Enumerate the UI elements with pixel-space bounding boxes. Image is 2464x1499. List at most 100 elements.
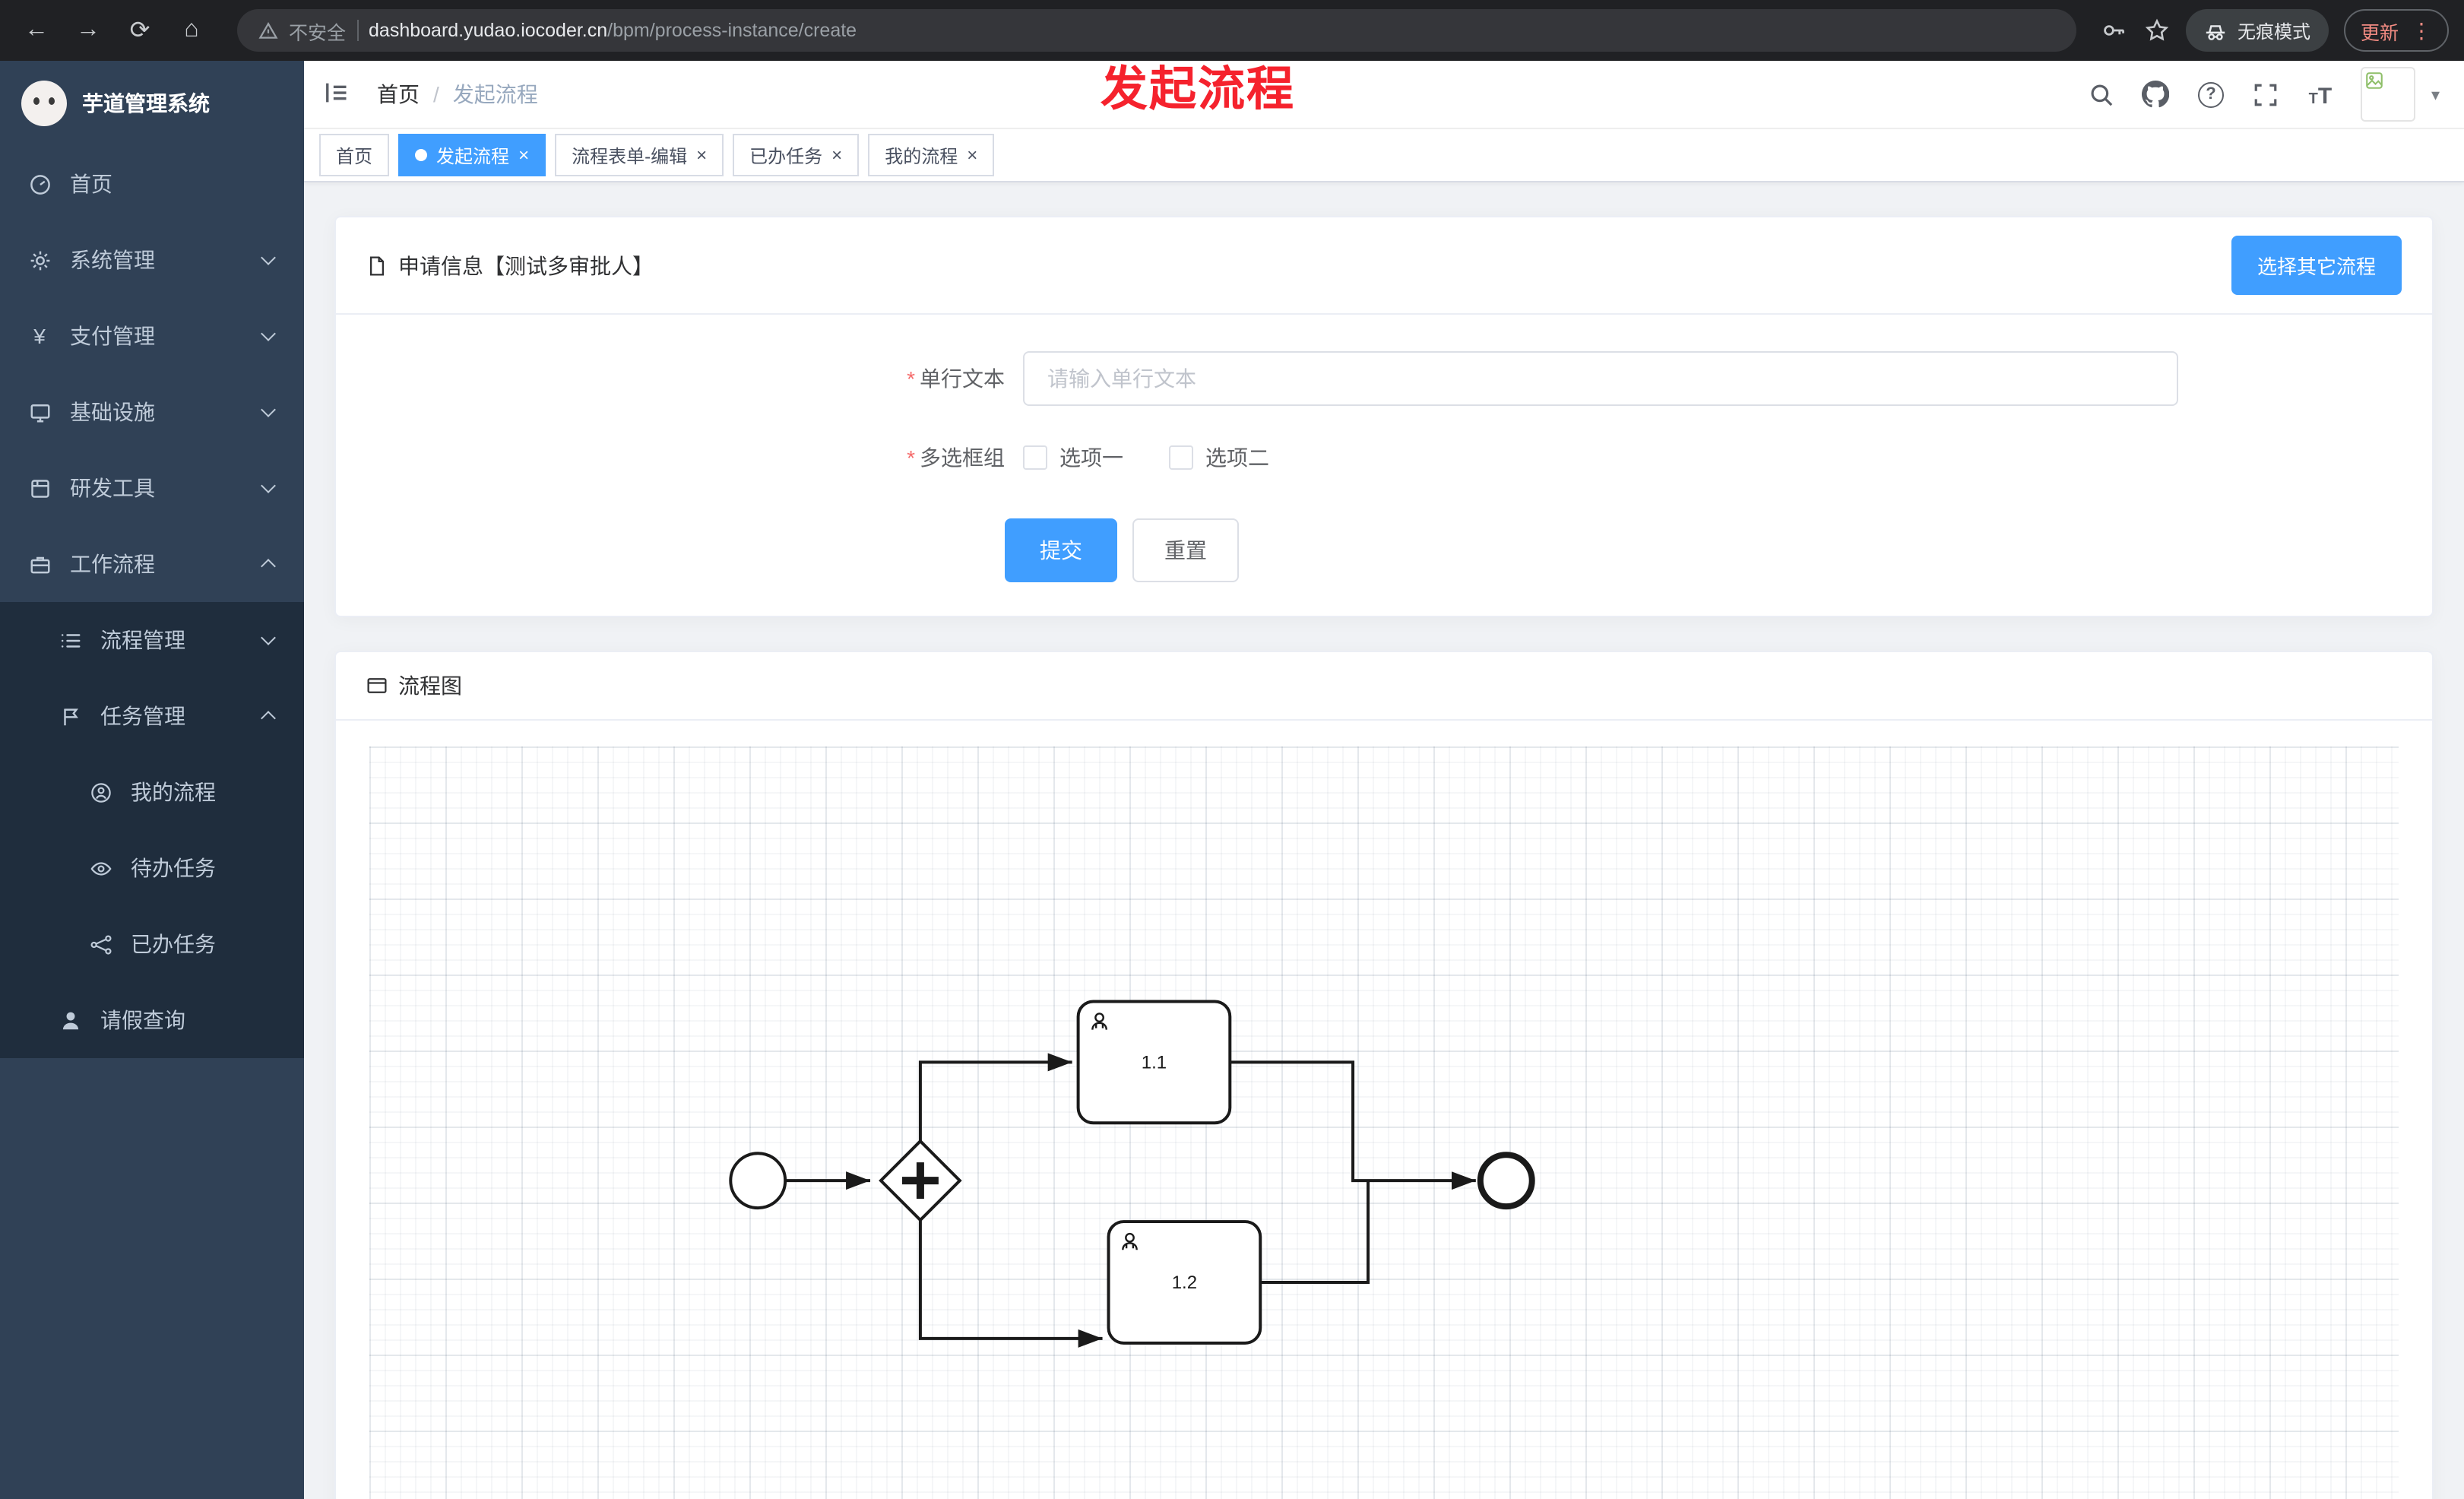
close-icon[interactable]: ×: [518, 144, 530, 166]
required-mark: *: [907, 366, 915, 391]
security-label: 不安全: [289, 22, 347, 43]
flow-task2-to-end: [1260, 1181, 1370, 1284]
incognito-badge: 无痕模式: [2185, 9, 2329, 52]
page-annotation: 发起流程: [1101, 62, 1295, 116]
sidebar-item-pending-tasks[interactable]: 待办任务: [0, 830, 304, 906]
sidebar-item-completed-tasks[interactable]: 已办任务: [0, 906, 304, 982]
sidebar-item-system-management[interactable]: 系统管理: [0, 222, 304, 298]
tools-icon: [27, 476, 52, 500]
close-icon[interactable]: ×: [831, 144, 843, 166]
chevron-down-icon: [261, 402, 276, 417]
sidebar-item-label: 请假查询: [100, 1008, 185, 1032]
sidebar-item-label: 基础设施: [70, 400, 155, 424]
browser-update-button[interactable]: 更新 ⋮: [2343, 9, 2449, 52]
sidebar-item-home[interactable]: 首页: [0, 146, 304, 222]
back-button[interactable]: ←: [24, 17, 49, 43]
tab-label: 我的流程: [885, 145, 958, 166]
update-label: 更新: [2360, 22, 2399, 43]
tab-label: 流程表单-编辑: [572, 145, 688, 166]
fullscreen-icon[interactable]: [2252, 81, 2279, 108]
end-event[interactable]: [1477, 1152, 1535, 1210]
single-line-text-input[interactable]: [1023, 351, 2178, 406]
tab-initiate-process[interactable]: 发起流程 ×: [398, 134, 546, 176]
star-icon[interactable]: [2143, 17, 2171, 44]
required-mark: *: [907, 445, 915, 470]
sidebar-item-task-management[interactable]: 任务管理: [0, 678, 304, 754]
checkbox-box[interactable]: [1023, 445, 1047, 470]
github-icon[interactable]: [2142, 81, 2170, 108]
forward-button[interactable]: →: [76, 17, 100, 43]
sidebar-item-process-management[interactable]: 流程管理: [0, 602, 304, 678]
sidebar-item-my-processes[interactable]: 我的流程: [0, 754, 304, 830]
sidebar-item-label: 首页: [70, 172, 112, 196]
breadcrumb-home-link[interactable]: 首页: [377, 82, 420, 106]
chevron-up-icon: [261, 559, 276, 574]
tab-label: 发起流程: [436, 145, 510, 166]
sidebar-item-label: 系统管理: [70, 248, 155, 272]
parallel-gateway[interactable]: [879, 1139, 962, 1222]
user-task-1-2[interactable]: 1.2: [1107, 1220, 1262, 1345]
sidebar-item-infrastructure[interactable]: 基础设施: [0, 374, 304, 450]
checkbox-box[interactable]: [1169, 445, 1193, 470]
help-icon[interactable]: ?: [2197, 81, 2225, 108]
task-label: 1.1: [1142, 1052, 1167, 1073]
sidebar-item-label: 工作流程: [70, 552, 155, 576]
chevron-down-icon: [261, 478, 276, 493]
sidebar-item-label: 任务管理: [100, 704, 185, 728]
flow-gateway-to-task2: [918, 1220, 1103, 1348]
tab-completed-tasks[interactable]: 已办任务 ×: [733, 134, 860, 176]
sidebar-item-dev-tools[interactable]: 研发工具: [0, 450, 304, 526]
address-bar[interactable]: 不安全 dashboard.yudao.iocoder.cn/bpm/proce…: [237, 9, 2076, 52]
chevron-down-icon: [261, 250, 276, 265]
tab-form-edit[interactable]: 流程表单-编辑 ×: [555, 134, 724, 176]
tab-label: 已办任务: [749, 145, 823, 166]
sidebar-item-leave-query[interactable]: 请假查询: [0, 982, 304, 1058]
chevron-up-icon: [261, 711, 276, 726]
address-divider: [356, 20, 359, 41]
flowchart-icon: [366, 675, 388, 696]
flag-icon: [58, 704, 82, 728]
share-icon: [88, 932, 112, 956]
sidebar-item-label: 我的流程: [131, 780, 216, 804]
checkbox-label: 选项二: [1205, 445, 1269, 470]
select-other-process-button[interactable]: 选择其它流程: [2231, 236, 2402, 295]
search-icon[interactable]: [2088, 81, 2115, 108]
menu-dots-icon[interactable]: ⋮: [2411, 17, 2432, 42]
sidebar-item-payment-management[interactable]: ¥ 支付管理: [0, 298, 304, 374]
checkbox-group: 选项一 选项二: [1023, 442, 1269, 473]
sidebar-item-workflow[interactable]: 工作流程: [0, 526, 304, 602]
logo-avatar: [21, 81, 67, 126]
avatar[interactable]: [2361, 67, 2416, 122]
key-icon[interactable]: [2101, 17, 2128, 44]
workflow-submenu: 流程管理 任务管理 我的流程: [0, 602, 304, 1058]
collapse-sidebar-button[interactable]: [322, 79, 353, 109]
chevron-down-icon: [261, 630, 276, 645]
apply-info-card: 申请信息【测试多审批人】 选择其它流程 *单行文本 *多选框组: [334, 216, 2434, 617]
url-path: /bpm/process-instance/create: [607, 20, 857, 41]
submit-button[interactable]: 提交: [1005, 518, 1117, 582]
eye-icon: [88, 856, 112, 880]
bpmn-canvas[interactable]: 1.1 1.2: [369, 746, 2399, 1499]
home-button[interactable]: ⌂: [184, 17, 199, 43]
reset-button[interactable]: 重置: [1132, 518, 1239, 582]
start-event[interactable]: [729, 1152, 787, 1210]
reload-button[interactable]: ⟳: [129, 18, 150, 44]
caret-down-icon[interactable]: ▾: [2431, 86, 2440, 104]
tab-my-processes[interactable]: 我的流程 ×: [868, 134, 995, 176]
sidebar-item-label: 研发工具: [70, 476, 155, 500]
bpmn-diagram: 1.1 1.2: [729, 1000, 1535, 1348]
checkbox-option-1[interactable]: 选项一: [1023, 442, 1123, 473]
user-task-1-1[interactable]: 1.1: [1076, 1000, 1232, 1125]
tab-home[interactable]: 首页: [319, 134, 390, 176]
yen-icon: ¥: [33, 324, 46, 348]
task-label: 1.2: [1172, 1272, 1197, 1293]
chevron-down-icon: [261, 326, 276, 341]
tab-bar: 首页 发起流程 × 流程表单-编辑 × 已办任务 × 我的流程 ×: [304, 129, 2464, 182]
close-icon[interactable]: ×: [967, 144, 978, 166]
close-icon[interactable]: ×: [696, 144, 708, 166]
checkbox-option-2[interactable]: 选项二: [1169, 442, 1269, 473]
dashboard-icon: [27, 172, 52, 196]
